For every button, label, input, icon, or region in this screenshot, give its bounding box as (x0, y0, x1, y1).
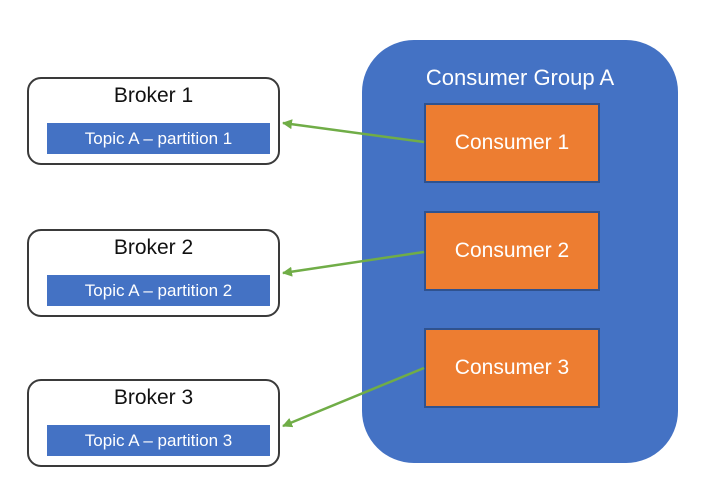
consumer-group-title: Consumer Group A (425, 65, 615, 90)
broker-3-box: Broker 3 Topic A – partition 3 (27, 379, 280, 467)
consumer-1-box: Consumer 1 (424, 103, 600, 183)
broker-2-partition: Topic A – partition 2 (47, 275, 270, 306)
broker-2-title: Broker 2 (113, 236, 194, 259)
broker-1-box: Broker 1 Topic A – partition 1 (27, 77, 280, 165)
consumer-group-container: Consumer Group A Consumer 1 Consumer 2 C… (362, 40, 678, 463)
broker-3-partition: Topic A – partition 3 (47, 425, 270, 456)
consumer-3-box: Consumer 3 (424, 328, 600, 408)
consumer-2-box: Consumer 2 (424, 211, 600, 291)
broker-2-box: Broker 2 Topic A – partition 2 (27, 229, 280, 317)
broker-1-title: Broker 1 (113, 84, 194, 107)
broker-1-partition: Topic A – partition 1 (47, 123, 270, 154)
broker-3-title: Broker 3 (113, 386, 194, 409)
